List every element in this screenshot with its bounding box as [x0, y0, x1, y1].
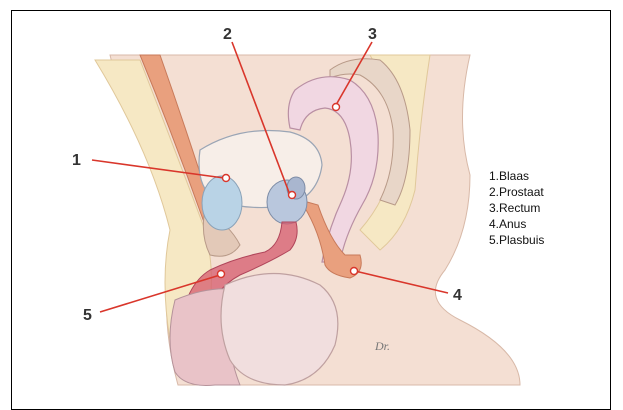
- callout-marker-4: [351, 268, 358, 275]
- scrotum: [221, 274, 338, 386]
- callout-marker-1: [223, 175, 230, 182]
- callout-number-4: 4: [453, 287, 462, 304]
- bladder-blue: [202, 176, 242, 230]
- legend-item-blaas: 1.Blaas: [489, 168, 544, 184]
- illustrator-signature: Dr.: [374, 339, 390, 353]
- callout-number-2: 2: [223, 26, 232, 43]
- callout-marker-2: [289, 192, 296, 199]
- legend-item-rectum: 3.Rectum: [489, 200, 544, 216]
- legend-item-prostaat: 2.Prostaat: [489, 184, 544, 200]
- callout-number-5: 5: [83, 307, 92, 324]
- callout-marker-3: [333, 104, 340, 111]
- legend-item-anus: 4.Anus: [489, 216, 544, 232]
- callout-marker-5: [218, 271, 225, 278]
- legend-item-plasbuis: 5.Plasbuis: [489, 232, 544, 248]
- callout-number-3: 3: [368, 26, 377, 43]
- callout-number-1: 1: [72, 152, 81, 169]
- legend: 1.Blaas 2.Prostaat 3.Rectum 4.Anus 5.Pla…: [489, 168, 544, 248]
